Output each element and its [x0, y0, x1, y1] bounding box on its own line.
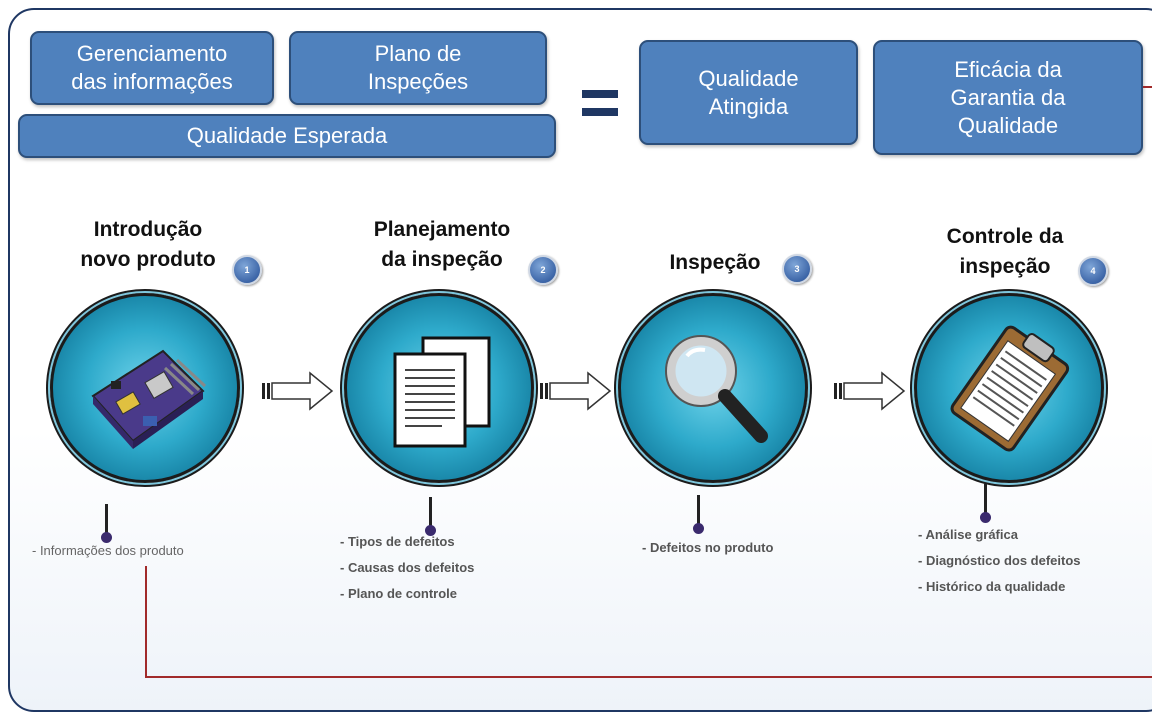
- arrow-3-to-4: [834, 371, 906, 411]
- bullet-item: - Tipos de defeitos: [340, 534, 455, 549]
- bullet-item: - Histórico da qualidade: [918, 579, 1066, 594]
- step-3-title: Inspeção: [669, 251, 761, 274]
- pin-step-1: [101, 504, 113, 544]
- bullet-item: - Plano de controle: [340, 586, 458, 601]
- box-qualidade-esperada: Qualidade Esperada: [18, 114, 556, 158]
- step-3-circle: [618, 293, 808, 483]
- bullet-item: - Análise gráfica: [918, 527, 1018, 542]
- step-3-badge: 3: [782, 254, 812, 284]
- equals-sign: [582, 90, 618, 118]
- step-1-badge: 1: [232, 255, 262, 285]
- bullet-item: - Diagnóstico dos defeitos: [918, 553, 1081, 568]
- documents-icon: [393, 336, 491, 448]
- box-plano-inspecoes: Plano de Inspeções: [289, 31, 547, 105]
- clipboard-icon: [950, 325, 1070, 452]
- pin-step-3: [693, 495, 705, 535]
- step-2-badge: 2: [528, 255, 558, 285]
- pin-step-4: [980, 484, 992, 524]
- magnifier-icon: [665, 335, 768, 443]
- step-1-circle: [50, 293, 240, 483]
- connector-vertical-left: [145, 566, 147, 678]
- step-4-badge: 4: [1078, 256, 1108, 286]
- connector-bottom: [145, 676, 1152, 678]
- step-1-bullets: - Informações dos produto: [32, 538, 184, 564]
- arrow-2-to-3: [540, 371, 612, 411]
- circuit-board-icon: [91, 349, 207, 449]
- bullet-item: - Informações dos produto: [32, 543, 184, 558]
- pin-step-2: [425, 497, 437, 537]
- step-4-title: Controle da inspeção: [946, 225, 1064, 278]
- bullet-item: - Defeitos no produto: [642, 540, 774, 555]
- arrow-1-to-2: [262, 371, 334, 411]
- bullet-item: - Causas dos defeitos: [340, 560, 475, 575]
- step-3-bullets: - Defeitos no produto: [642, 535, 773, 561]
- box-qualidade-atingida: Qualidade Atingida: [639, 40, 858, 145]
- box-gerenciamento: Gerenciamento das informações: [30, 31, 274, 105]
- connector-top: [1143, 86, 1152, 88]
- step-4-circle: [914, 293, 1104, 483]
- step-2-bullets: - Tipos de defeitos - Causas dos defeito…: [340, 529, 474, 607]
- step-1-title: Introdução novo produto: [80, 218, 216, 271]
- step-2-circle: [344, 293, 534, 483]
- box-eficacia-garantia: Eficácia da Garantia da Qualidade: [873, 40, 1143, 155]
- step-4-bullets: - Análise gráfica - Diagnóstico dos defe…: [918, 522, 1081, 600]
- step-2-title: Planejamento da inspeção: [373, 218, 511, 271]
